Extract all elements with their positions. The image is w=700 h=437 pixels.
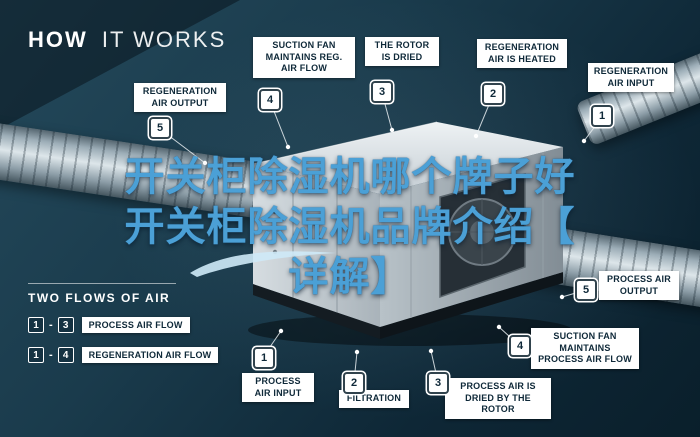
page-title-bold: HOW [28, 27, 88, 52]
label-suction-fan-reg-air-flow: SUCTION FAN MAINTAINS REG. AIR FLOW [253, 37, 355, 79]
headline-line-3: 详解】 [288, 254, 412, 300]
corner-shade-decoration [0, 0, 240, 129]
duct-topright-icon [575, 43, 700, 147]
page-title: HOW IT WORKS [28, 27, 226, 53]
label-process-air-input: PROCESS AIR INPUT [242, 373, 314, 403]
legend-row-process-air-flow: 1 - 3 PROCESS AIR FLOW [28, 317, 190, 333]
legend-badge-from: 1 [28, 347, 44, 363]
legend-label-process-air-flow: PROCESS AIR FLOW [81, 317, 190, 333]
legend-row-regeneration-air-flow: 1 - 4 REGENERATION AIR FLOW [28, 347, 219, 363]
headline-line-1: 开关柜除湿机哪个牌子好 [124, 154, 576, 200]
swoosh-decoration-icon [190, 251, 336, 277]
legend-divider [28, 283, 176, 284]
legend-badge-to: 4 [57, 347, 74, 363]
step-badge-3-rotor-dried: 3 [373, 83, 391, 101]
step-badge-4-suction-process: 4 [511, 337, 529, 355]
step-badge-2-filtration: 2 [345, 374, 363, 392]
label-regeneration-air-output: REGENERATION AIR OUTPUT [134, 83, 226, 113]
step-badge-3-process-dried: 3 [429, 374, 447, 392]
label-filtration: FILTRATION [339, 390, 409, 408]
page-title-light: IT WORKS [101, 27, 227, 52]
legend-badge-from: 1 [28, 317, 44, 333]
legend-range-dash: - [49, 349, 53, 361]
label-process-air-dried-by-rotor: PROCESS AIR IS DRIED BY THE ROTOR [445, 378, 551, 420]
headline-overlay: 开关柜除湿机哪个牌子好 开关柜除湿机品牌介绍【 详解】 [20, 152, 680, 302]
label-suction-fan-process-air-flow: SUCTION FAN MAINTAINS PROCESS AIR FLOW [531, 328, 639, 370]
step-badge-4-suction-reg: 4 [261, 91, 279, 109]
legend-title: TWO FLOWS OF AIR [28, 291, 171, 305]
headline-line-2: 开关柜除湿机品牌介绍【 [124, 204, 576, 250]
legend-range-dash: - [49, 319, 53, 331]
label-regeneration-air-input: REGENERATION AIR INPUT [588, 63, 674, 93]
label-rotor-is-dried: THE ROTOR IS DRIED [365, 37, 439, 67]
step-badge-2-regen-heated: 2 [484, 85, 502, 103]
legend-label-regeneration-air-flow: REGENERATION AIR FLOW [81, 347, 219, 363]
step-badge-5-regen-output: 5 [151, 119, 169, 137]
step-badge-1-process-input: 1 [255, 349, 273, 367]
dehumidifier-machine-icon [248, 121, 570, 346]
label-regeneration-air-heated: REGENERATION AIR IS HEATED [477, 39, 567, 69]
label-process-air-output: PROCESS AIR OUTPUT [599, 271, 679, 301]
legend-badge-to: 3 [57, 317, 74, 333]
step-badge-1-regen-input: 1 [593, 107, 611, 125]
